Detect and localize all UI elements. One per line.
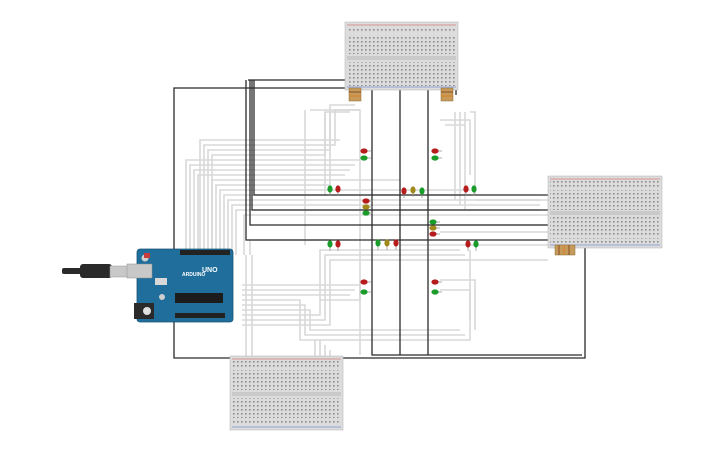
- led-yellow-20[interactable]: [384, 239, 390, 250]
- resistor-top-left[interactable]: [348, 87, 362, 102]
- led-green-10[interactable]: [471, 185, 477, 196]
- led-green-1[interactable]: [360, 155, 371, 161]
- led-green-14[interactable]: [429, 219, 440, 225]
- dark-wire-group: [173, 75, 586, 359]
- led-red-5[interactable]: [335, 185, 341, 196]
- led-red-21[interactable]: [393, 239, 399, 250]
- led-red-0[interactable]: [360, 148, 371, 154]
- led-group: [327, 148, 479, 295]
- led-red-11[interactable]: [362, 198, 373, 204]
- led-green-27[interactable]: [431, 289, 442, 295]
- light-wire-group: [185, 104, 548, 360]
- led-green-17[interactable]: [327, 240, 333, 251]
- led-red-18[interactable]: [335, 240, 341, 251]
- led-yellow-7[interactable]: [410, 186, 416, 197]
- arduino-uno-board[interactable]: [126, 248, 234, 323]
- led-green-25[interactable]: [360, 289, 371, 295]
- led-green-23[interactable]: [473, 240, 479, 251]
- arduino-brand-label: ARDUINO: [182, 272, 205, 278]
- resistor-top-right[interactable]: [440, 87, 454, 102]
- led-red-6[interactable]: [401, 187, 407, 198]
- breadboard-top[interactable]: [344, 21, 459, 91]
- arduino-model-label: UNO: [202, 267, 218, 274]
- led-green-13[interactable]: [362, 210, 373, 216]
- breadboard-bottom[interactable]: [229, 355, 344, 431]
- led-yellow-15[interactable]: [429, 225, 440, 231]
- led-red-2[interactable]: [431, 148, 442, 154]
- led-green-19[interactable]: [375, 239, 381, 250]
- led-red-16[interactable]: [429, 231, 440, 237]
- led-red-9[interactable]: [463, 185, 469, 196]
- resistor-right[interactable]: [554, 244, 576, 256]
- usb-cable[interactable]: [62, 264, 139, 278]
- led-green-3[interactable]: [431, 155, 442, 161]
- breadboard-right[interactable]: [547, 175, 663, 249]
- led-yellow-12[interactable]: [362, 204, 373, 210]
- led-red-24[interactable]: [360, 279, 371, 285]
- led-green-4[interactable]: [327, 185, 333, 196]
- led-red-22[interactable]: [465, 240, 471, 251]
- led-green-8[interactable]: [419, 187, 425, 198]
- led-red-26[interactable]: [431, 279, 442, 285]
